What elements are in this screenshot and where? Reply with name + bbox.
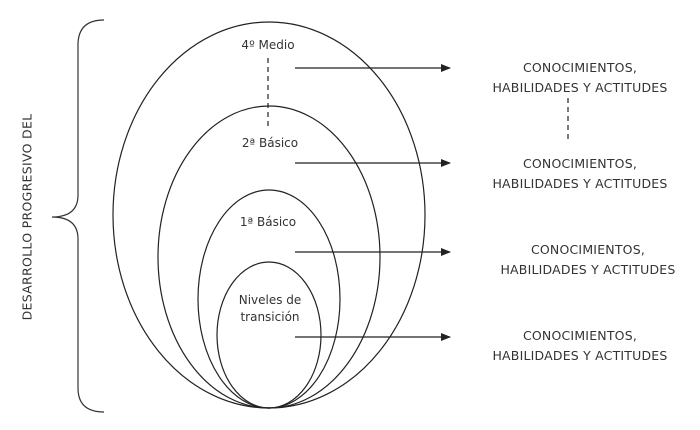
outcome-line2: HABILIDADES Y ACTITUDES <box>500 262 676 277</box>
level-label-line2: transición <box>240 310 300 324</box>
outcome-1-basico: CONOCIMIENTOS, HABILIDADES Y ACTITUDES <box>500 240 675 280</box>
ellipse-2-basico <box>157 105 381 409</box>
outcome-line1: CONOCIMIENTOS, <box>522 60 638 75</box>
outcome-4-medio: CONOCIMIENTOS, HABILIDADES Y ACTITUDES <box>492 58 667 98</box>
level-label-4-medio: 4º Medio <box>241 38 295 52</box>
outcome-line2: HABILIDADES Y ACTITUDES <box>492 80 668 95</box>
level-label-2-basico: 2ª Básico <box>241 136 299 150</box>
side-label: DESARROLLO PROGRESIVO DEL <box>19 113 35 321</box>
level-label-1-basico: 1ª Básico <box>239 215 297 229</box>
outcome-line2: HABILIDADES Y ACTITUDES <box>492 176 668 191</box>
level-label-niveles-transicion: Niveles de transición <box>239 292 302 326</box>
outcome-line2: HABILIDADES Y ACTITUDES <box>492 348 668 363</box>
outcome-line1: CONOCIMIENTOS, <box>530 242 646 257</box>
curly-brace <box>51 19 105 413</box>
outcome-niveles-transicion: CONOCIMIENTOS, HABILIDADES Y ACTITUDES <box>492 326 667 366</box>
outcome-line1: CONOCIMIENTOS, <box>522 328 638 343</box>
outcome-line1: CONOCIMIENTOS, <box>522 156 638 171</box>
ellipse-niveles-transicion <box>216 261 322 409</box>
outcome-2-basico: CONOCIMIENTOS, HABILIDADES Y ACTITUDES <box>492 154 667 194</box>
level-label-line1: Niveles de <box>238 293 302 307</box>
